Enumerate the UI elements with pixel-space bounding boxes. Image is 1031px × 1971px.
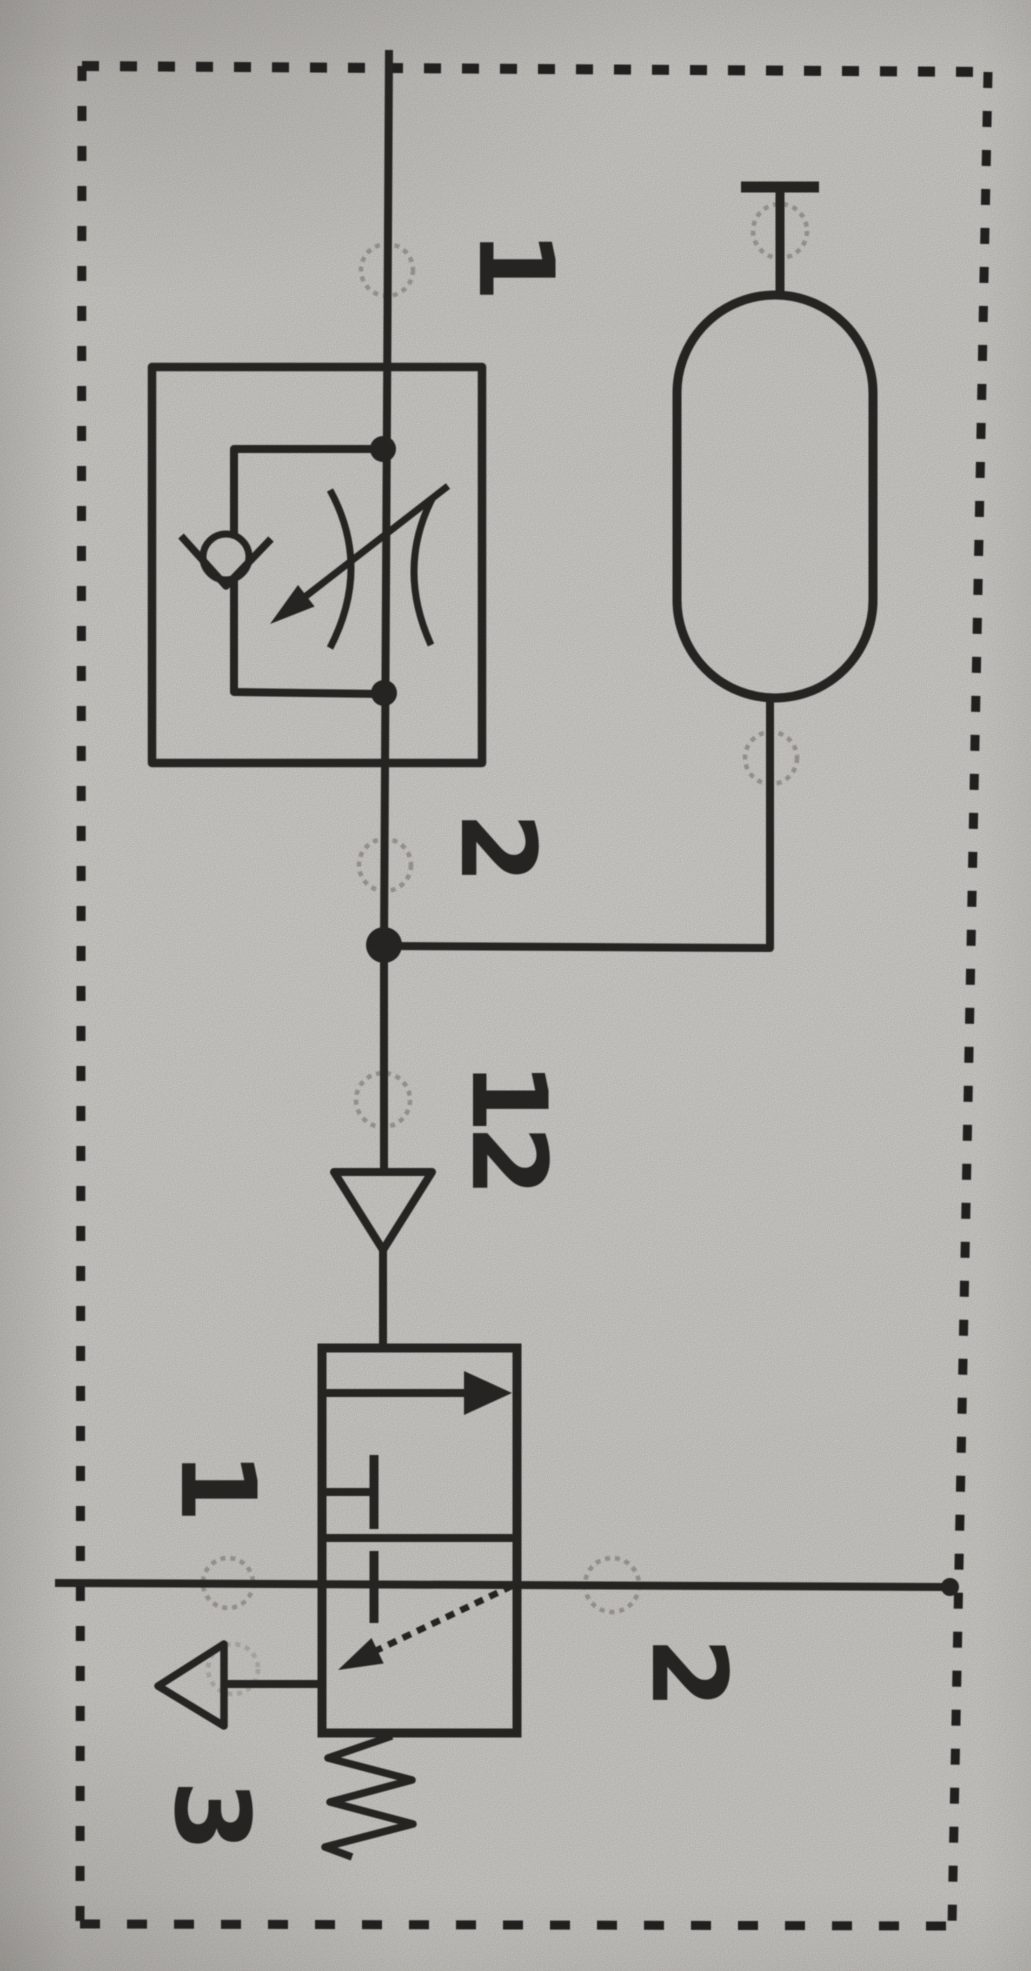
scanned-diagram-page: 1 2 12 1 2 3 (0, 0, 1031, 1971)
paper-grain-texture (0, 0, 1031, 1971)
pneumatic-circuit-diagram: 1 2 12 1 2 3 (0, 0, 1031, 1971)
